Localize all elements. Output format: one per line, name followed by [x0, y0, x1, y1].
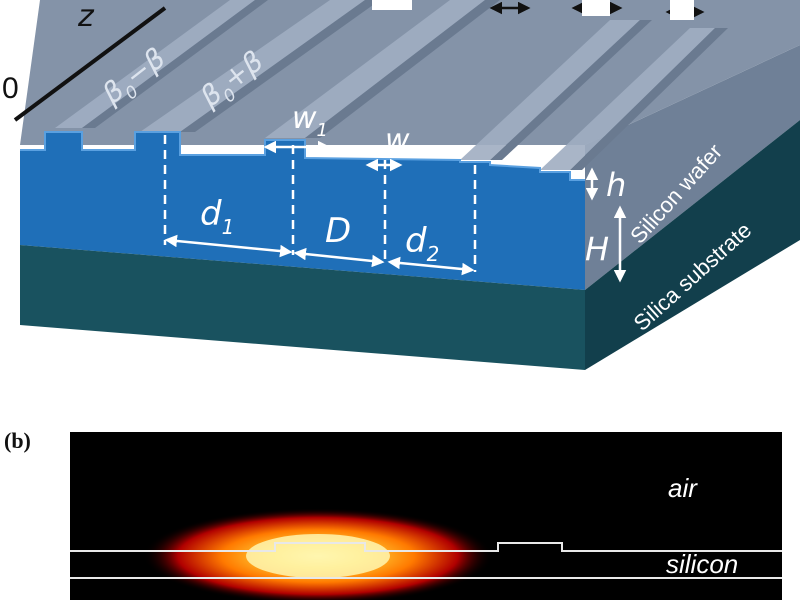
top-ridge-block — [372, 0, 412, 10]
h-label: h — [606, 166, 626, 204]
z-axis — [13, 6, 167, 122]
silicon-label: silicon — [666, 549, 738, 579]
w2-label: w2 — [385, 123, 421, 163]
top-ridge-block-3 — [670, 0, 694, 20]
ridge-stripes — [55, 0, 715, 170]
D-label: D — [325, 211, 351, 251]
right-face-wafer — [585, 45, 800, 290]
air-label: air — [668, 473, 698, 503]
d2-label: d2 — [405, 221, 439, 266]
silicon-top-outline — [70, 542, 782, 552]
d1-label: d1 — [200, 194, 234, 239]
origin-label: 0 — [2, 72, 19, 105]
z-axis-label: z — [77, 0, 95, 34]
D-arrow — [293, 247, 385, 268]
panel-b: (b) air silicon — [4, 428, 782, 600]
d2-arrow — [387, 256, 475, 276]
d1-arrow — [164, 234, 293, 258]
w1-label: w1 — [292, 101, 328, 141]
silicon-top-edge — [20, 131, 585, 181]
panel-a: z 0 β0−β β0+β w1 — [2, 0, 800, 370]
panel-b-label: (b) — [4, 428, 31, 453]
H-label: H — [585, 230, 609, 268]
right-face-substrate — [585, 120, 800, 370]
mode-glow-core — [246, 534, 390, 578]
silicon-wafer-front — [20, 132, 585, 290]
dashed-guides — [163, 135, 477, 272]
top-ridge-block-2 — [582, 0, 610, 16]
silica-substrate-front — [20, 245, 585, 370]
ridge-shadows — [82, 0, 728, 170]
